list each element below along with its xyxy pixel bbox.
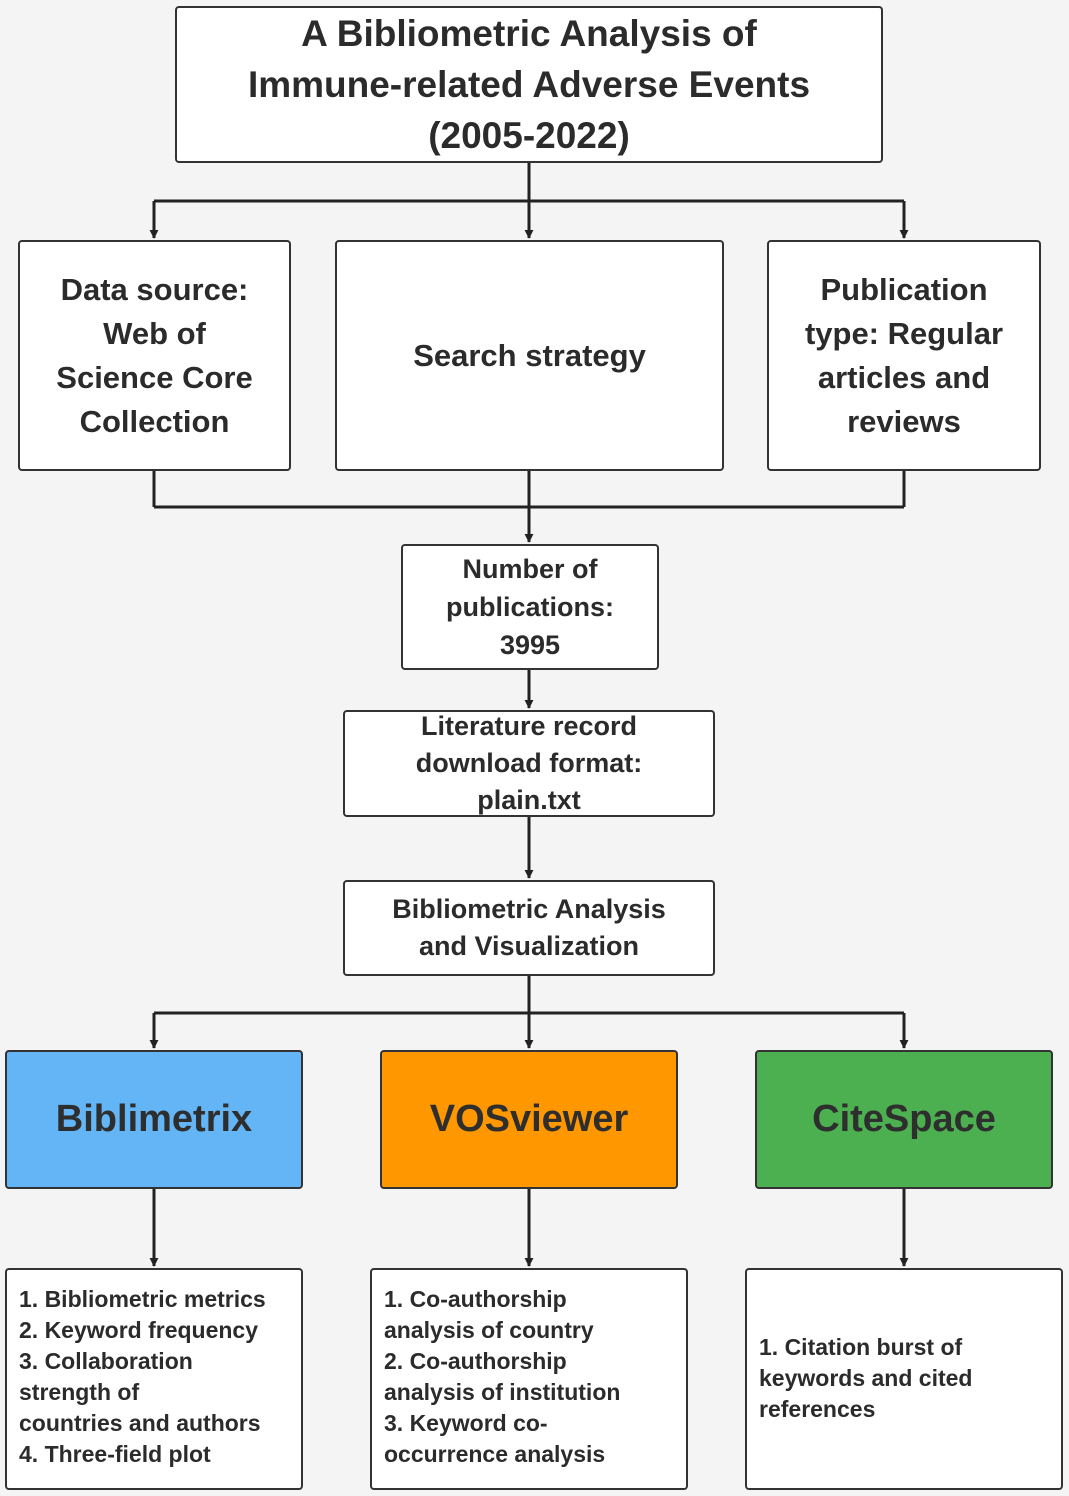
citespace-output-box: 1. Citation burst of keywords and cited … [745, 1268, 1063, 1490]
output-line: 1. Co-authorship [384, 1286, 567, 1312]
biblimetrix-box: Biblimetrix [5, 1050, 303, 1189]
output-line: 2. Co-authorship [384, 1348, 567, 1374]
vosviewer-box: VOSviewer [380, 1050, 678, 1189]
citespace-box: CiteSpace [755, 1050, 1053, 1189]
output-line: occurrence analysis [384, 1441, 606, 1467]
publication-type-box: Publication type: Regular articles and r… [767, 240, 1041, 471]
publications-box: Number of publications: 3995 [401, 544, 659, 670]
vosviewer-output-box: 1. Co-authorship analysis of country 2. … [370, 1268, 688, 1490]
publications-text: Number of publications: 3995 [446, 554, 614, 660]
output-line: 2. Keyword frequency [19, 1317, 259, 1343]
analysis-box: Bibliometric Analysis and Visualization [343, 880, 715, 976]
output-line: 1. Citation burst of [759, 1334, 963, 1360]
output-line: strength of [19, 1379, 140, 1405]
publication-type-text: Publication type: Regular articles and r… [804, 271, 1004, 439]
output-line: 1. Bibliometric metrics [19, 1286, 266, 1312]
data-source-box: Data source: Web of Science Core Collect… [18, 240, 291, 471]
vosviewer-label: VOSviewer [429, 1098, 629, 1140]
title-text: A Bibliometric Analysis of Immune-relate… [247, 13, 811, 156]
title-box: A Bibliometric Analysis of Immune-relate… [175, 6, 883, 163]
download-format-text: Literature record download format: plain… [415, 711, 643, 815]
output-line: analysis of institution [384, 1379, 621, 1405]
biblimetrix-output-box: 1. Bibliometric metrics 2. Keyword frequ… [5, 1268, 303, 1490]
output-line: 3. Keyword co- [384, 1410, 548, 1436]
data-source-text: Data source: Web of Science Core Collect… [56, 271, 253, 439]
output-line: references [759, 1396, 876, 1422]
output-line: 3. Collaboration [19, 1348, 193, 1374]
citespace-label: CiteSpace [812, 1098, 996, 1140]
output-line: keywords and cited [759, 1365, 973, 1391]
output-line: analysis of country [384, 1317, 594, 1343]
biblimetrix-label: Biblimetrix [55, 1098, 253, 1140]
download-format-box: Literature record download format: plain… [343, 710, 715, 817]
output-line: countries and authors [19, 1410, 261, 1436]
analysis-text: Bibliometric Analysis and Visualization [392, 894, 666, 961]
search-strategy-box: Search strategy [335, 240, 724, 471]
output-line: 4. Three-field plot [19, 1441, 211, 1467]
search-strategy-text: Search strategy [413, 337, 646, 373]
